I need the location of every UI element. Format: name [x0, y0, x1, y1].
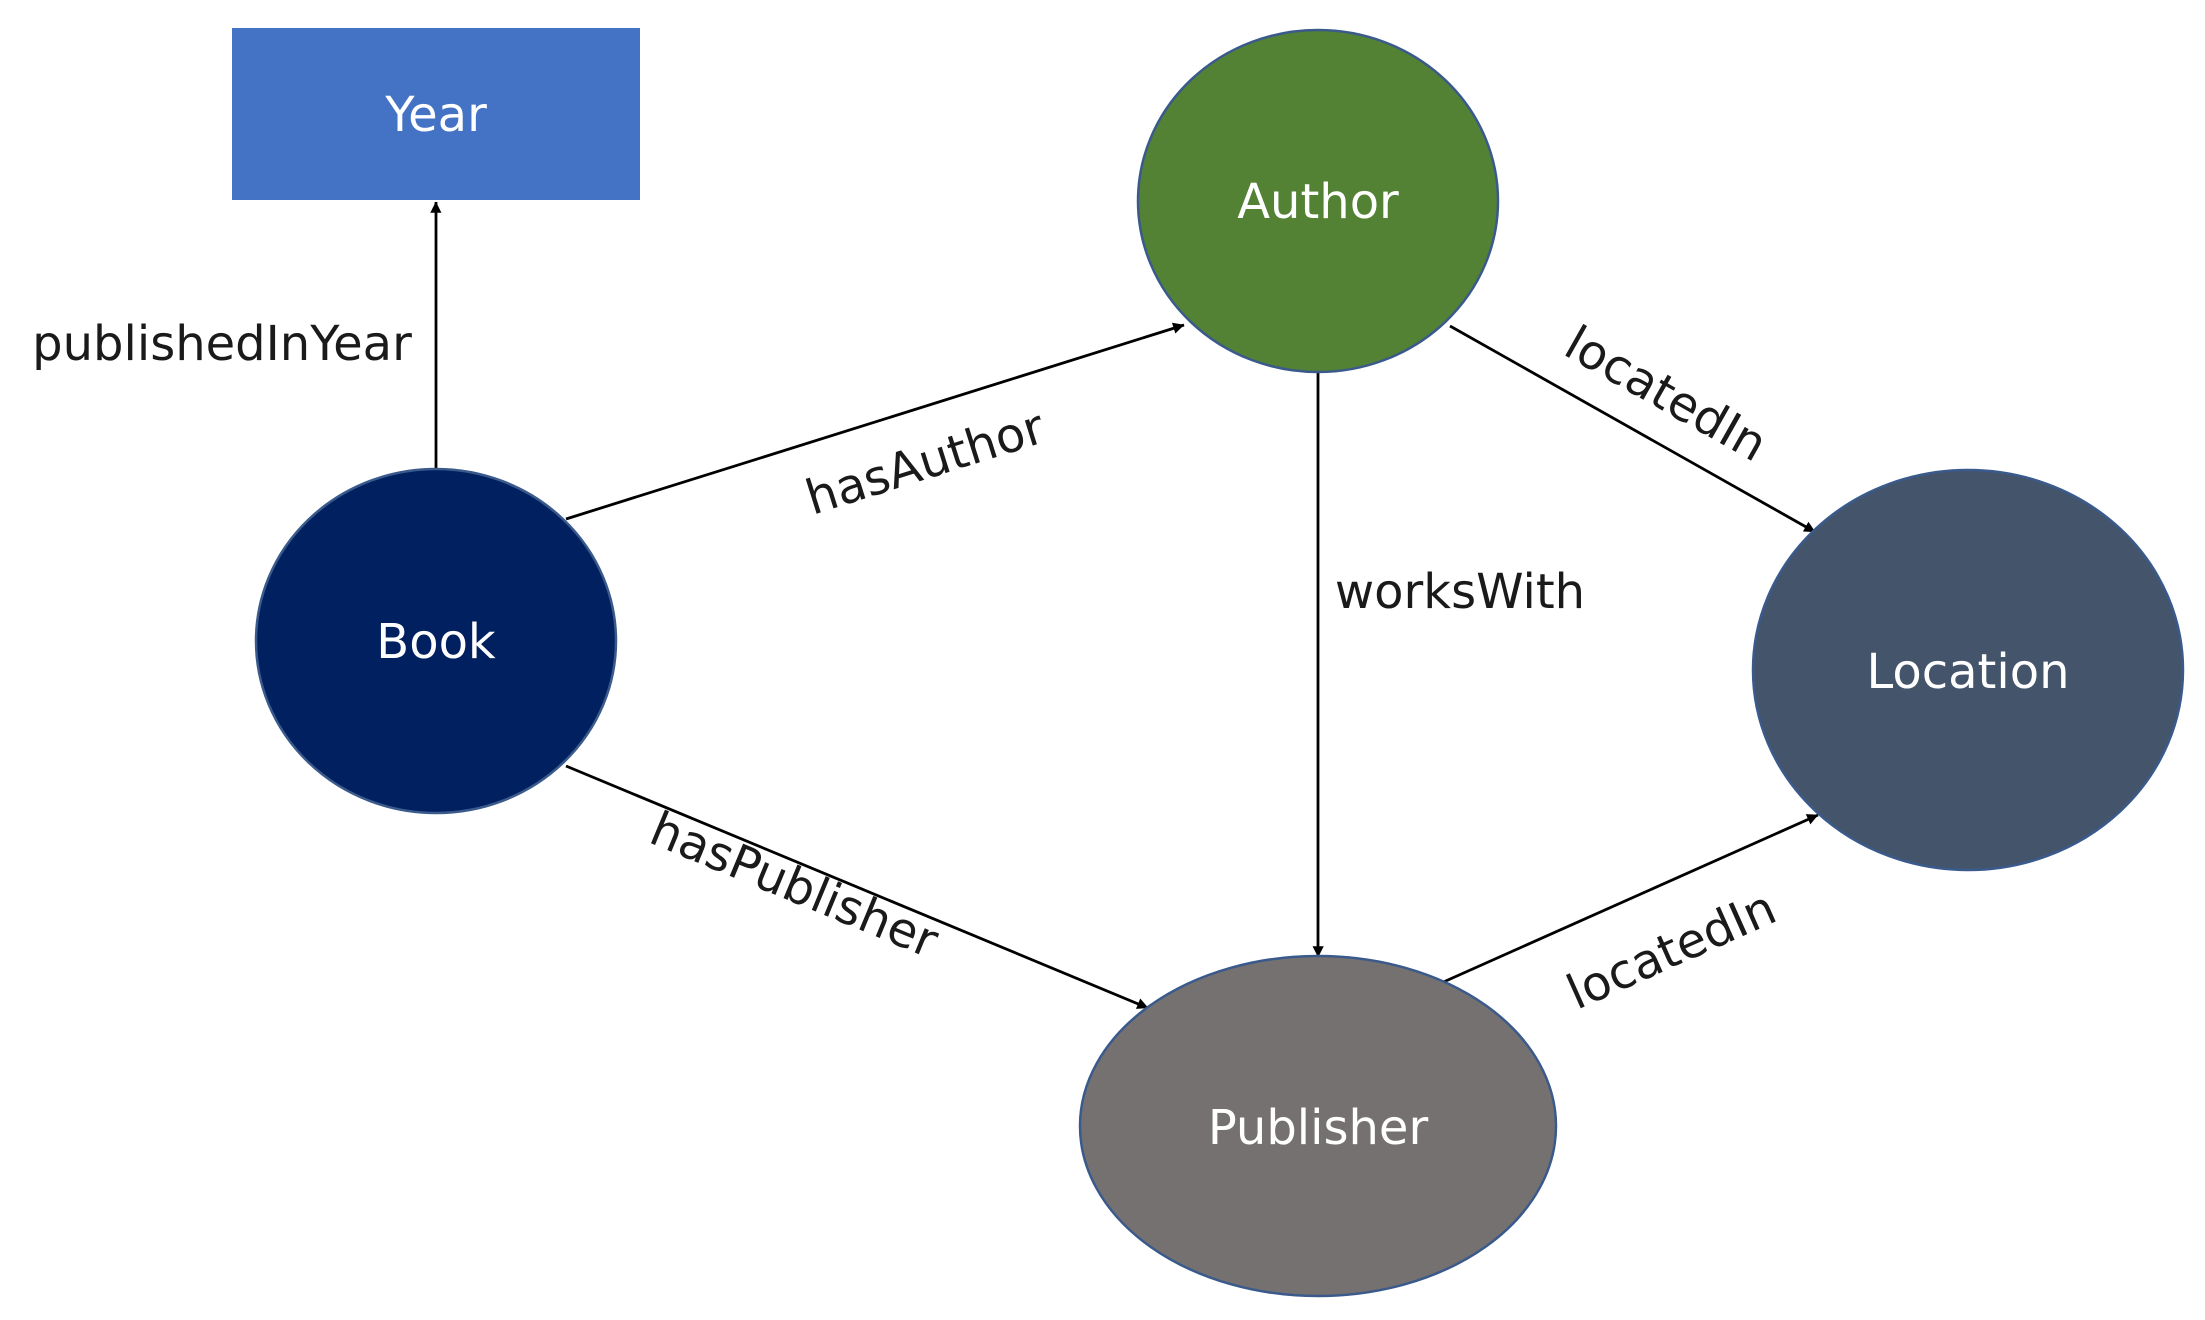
- edge-publisher-located-in: [1429, 813, 1819, 990]
- author-ellipse: [1136, 28, 1500, 374]
- node-publisher[interactable]: Publisher: [1078, 954, 1558, 1298]
- node-label-location: Location: [1866, 644, 2069, 700]
- edge-label-works-with: worksWith: [1335, 564, 1585, 620]
- node-label-publisher: Publisher: [1208, 1100, 1429, 1156]
- node-book[interactable]: Book: [254, 467, 618, 815]
- book-ellipse: [254, 467, 618, 815]
- edges-group: [430, 201, 1819, 1010]
- publisher-ellipse: [1078, 954, 1558, 1298]
- node-label-year: Year: [384, 87, 487, 143]
- node-author[interactable]: Author: [1136, 28, 1500, 374]
- node-location[interactable]: Location: [1751, 468, 2185, 872]
- edge-label-publisher-located-in: locatedIn: [1559, 880, 1784, 1021]
- edge-has-author: [565, 322, 1185, 521]
- year-box: [232, 28, 640, 200]
- node-label-author: Author: [1237, 174, 1399, 230]
- edge-label-has-author: hasAuthor: [799, 399, 1051, 527]
- location-ellipse: [1751, 468, 2185, 872]
- node-label-book: Book: [376, 614, 496, 670]
- edge-label-has-publisher: hasPublisher: [642, 801, 946, 970]
- node-year[interactable]: Year: [232, 28, 640, 200]
- edge-author-located-in: [1449, 324, 1816, 534]
- edge-has-publisher: [565, 764, 1149, 1010]
- edge-label-published-in-year: publishedInYear: [32, 316, 412, 372]
